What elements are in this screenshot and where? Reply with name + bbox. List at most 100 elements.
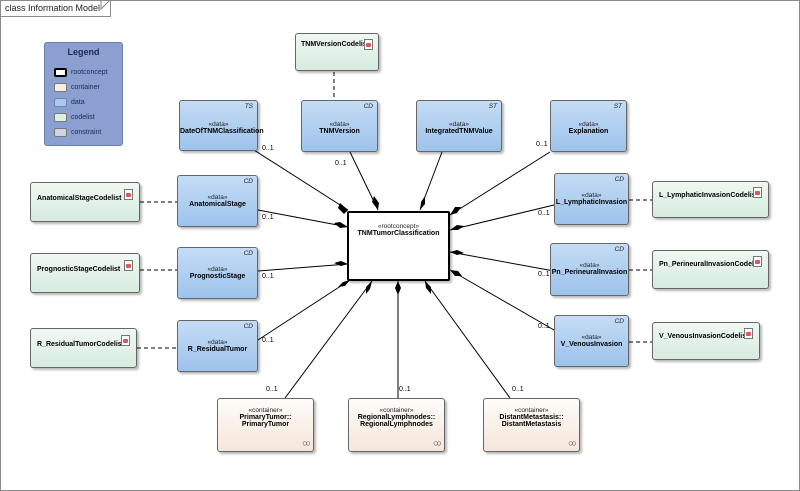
legend-label-codelist: codelist — [71, 114, 95, 121]
data-stereotype: «data» — [207, 266, 228, 273]
rootconcept-tnmtumorclassification[interactable]: «rootconcept» TNMTumorClassification — [347, 211, 450, 281]
multiplicity-perineural: 0..1 — [538, 271, 550, 278]
codelist-r-residualtumorcodelist[interactable]: R_ResidualTumorCodelist — [30, 328, 137, 368]
link-icon: ○○ — [568, 438, 577, 448]
data-explanation[interactable]: ST «data» Explanation — [550, 100, 627, 152]
data-l-lymphaticinvasion[interactable]: CD «data» L_LymphaticInvasion — [554, 173, 629, 225]
data-tnmversion[interactable]: CD «data» TNMVersion — [301, 100, 378, 152]
diamond-lymphatic — [450, 225, 464, 230]
data-name-label: DateOfTNMClassification — [180, 128, 264, 135]
codelist-name: V_VenousInvasionCodelist — [659, 333, 749, 340]
diamond-regional — [395, 281, 401, 295]
type-tag: CD — [614, 318, 624, 325]
container-package: RegionalLymphnodes:: — [357, 414, 436, 421]
container-package: DistantMetastasis:: — [499, 414, 564, 421]
legend-swatch-constraint — [54, 128, 67, 137]
codelist-tnmversioncodelist[interactable]: TNMVersionCodelist — [295, 33, 379, 71]
codelist-pn-perineuralinvasioncodelist[interactable]: Pn_PerineuralInvasionCodelist — [652, 250, 769, 289]
codelist-icon — [124, 260, 133, 271]
codelist-name: Pn_PerineuralInvasionCodelist — [659, 261, 763, 268]
data-name-label: Pn_PerineuralInvasion — [551, 269, 628, 276]
codelist-name: PrognosticStageCodelist — [37, 266, 121, 273]
data-prognosticstage[interactable]: CD «data» PrognosticStage — [177, 247, 258, 299]
diamond-tnmversion — [372, 196, 379, 210]
legend-label-data: data — [71, 99, 85, 106]
type-tag: CD — [243, 250, 253, 257]
diamond-primary — [366, 281, 372, 294]
data-r-residualtumor[interactable]: CD «data» R_ResidualTumor — [177, 320, 258, 372]
data-anatomicalstage[interactable]: CD «data» AnatomicalStage — [177, 175, 258, 227]
multiplicity-dateoftnm: 0..1 — [262, 145, 274, 152]
legend-label-rootconcept: rootconcept — [71, 69, 108, 76]
type-tag: CD — [243, 323, 253, 330]
diamond-distant — [425, 281, 431, 294]
assoc-explanation — [449, 151, 551, 216]
legend-title: Legend — [67, 47, 100, 57]
legend-swatch-data — [54, 98, 67, 107]
assoc-anatomical — [257, 209, 349, 228]
data-name-label: R_ResidualTumor — [187, 346, 248, 353]
multiplicity-prognostic: 0..1 — [262, 273, 274, 280]
data-dateoftnmclassification[interactable]: TS «data» DateOfTNMClassification — [179, 100, 264, 151]
codelist-prognosticstagecodelist[interactable]: PrognosticStageCodelist — [30, 253, 140, 293]
container-regionallymphnodes[interactable]: «container» RegionalLymphnodes:: Regiona… — [348, 398, 445, 452]
legend-label-container: container — [71, 84, 100, 91]
assoc-primary — [284, 280, 373, 399]
data-name-label: Explanation — [568, 128, 609, 135]
multiplicity-lymphatic: 0..1 — [538, 210, 550, 217]
diamond-perineural — [450, 250, 464, 255]
type-tag: CD — [614, 246, 624, 253]
legend-item-rootconcept: rootconcept — [54, 67, 108, 78]
container-stereotype: «container» — [248, 407, 283, 414]
diamond-venous — [450, 270, 462, 276]
codelist-name: TNMVersionCodelist — [301, 41, 370, 48]
data-name-label: IntegratedTNMValue — [425, 128, 493, 135]
data-stereotype: «data» — [207, 194, 228, 201]
data-pn-perineuralinvasion[interactable]: CD «data» Pn_PerineuralInvasion — [550, 243, 629, 296]
data-integratedtnmvalue[interactable]: ST «data» IntegratedTNMValue — [416, 100, 502, 152]
legend-item-codelist: codelist — [54, 112, 95, 123]
multiplicity-venous: 0..1 — [538, 323, 550, 330]
type-tag: CD — [614, 176, 624, 183]
codelist-icon — [753, 187, 762, 198]
data-stereotype: «data» — [578, 121, 599, 128]
type-tag: CD — [243, 178, 253, 185]
container-name: RegionalLymphnodes — [360, 421, 433, 428]
legend: Legend rootconcept container data codeli… — [44, 42, 123, 146]
data-name-label: V_VenousInvasion — [560, 341, 623, 348]
codelist-name: L_LymphaticInvasionCodelist — [659, 192, 758, 199]
container-name: DistantMetastasis — [501, 421, 562, 428]
root-stereotype: «rootconcept» — [377, 223, 420, 230]
type-tag: ST — [613, 103, 622, 110]
assoc-residual — [257, 279, 351, 341]
multiplicity-anatomical: 0..1 — [262, 214, 274, 221]
multiplicity-explanation: 0..1 — [536, 141, 548, 148]
data-stereotype: «data» — [579, 262, 600, 269]
multiplicity-distant: 0..1 — [512, 386, 524, 393]
codelist-name: R_ResidualTumorCodelist — [37, 341, 124, 348]
data-stereotype: «data» — [581, 192, 602, 199]
data-name-label: AnatomicalStage — [189, 201, 246, 208]
diamond-residual — [338, 280, 350, 287]
codelist-v-venousinvasioncodelist[interactable]: V_VenousInvasionCodelist — [652, 322, 760, 360]
diamond-dateoftnm — [338, 203, 348, 214]
codelist-anatomicalstagecodelist[interactable]: AnatomicalStageCodelist — [30, 182, 140, 222]
assoc-dateoftnm — [253, 149, 349, 211]
legend-label-constraint: constraint — [71, 129, 102, 136]
data-name-label: TNMVersion — [319, 128, 360, 135]
container-primarytumor[interactable]: «container» PrimaryTumor:: PrimaryTumor … — [217, 398, 314, 452]
data-v-venousinvasion[interactable]: CD «data» V_VenousInvasion — [554, 315, 629, 367]
assoc-venous — [449, 269, 555, 331]
codelist-l-lymphaticinvasioncodelist[interactable]: L_LymphaticInvasionCodelist — [652, 181, 769, 218]
diamond-explanation — [450, 207, 461, 215]
assoc-distant — [424, 280, 511, 399]
type-tag: ST — [488, 103, 497, 110]
legend-item-container: container — [54, 82, 100, 93]
data-stereotype: «data» — [208, 121, 229, 128]
legend-swatch-codelist — [54, 113, 67, 122]
container-stereotype: «container» — [514, 407, 549, 414]
container-package: PrimaryTumor:: — [239, 414, 292, 421]
assoc-prognostic — [257, 263, 349, 272]
legend-swatch-container — [54, 83, 67, 92]
container-distantmetastasis[interactable]: «container» DistantMetastasis:: DistantM… — [483, 398, 580, 452]
